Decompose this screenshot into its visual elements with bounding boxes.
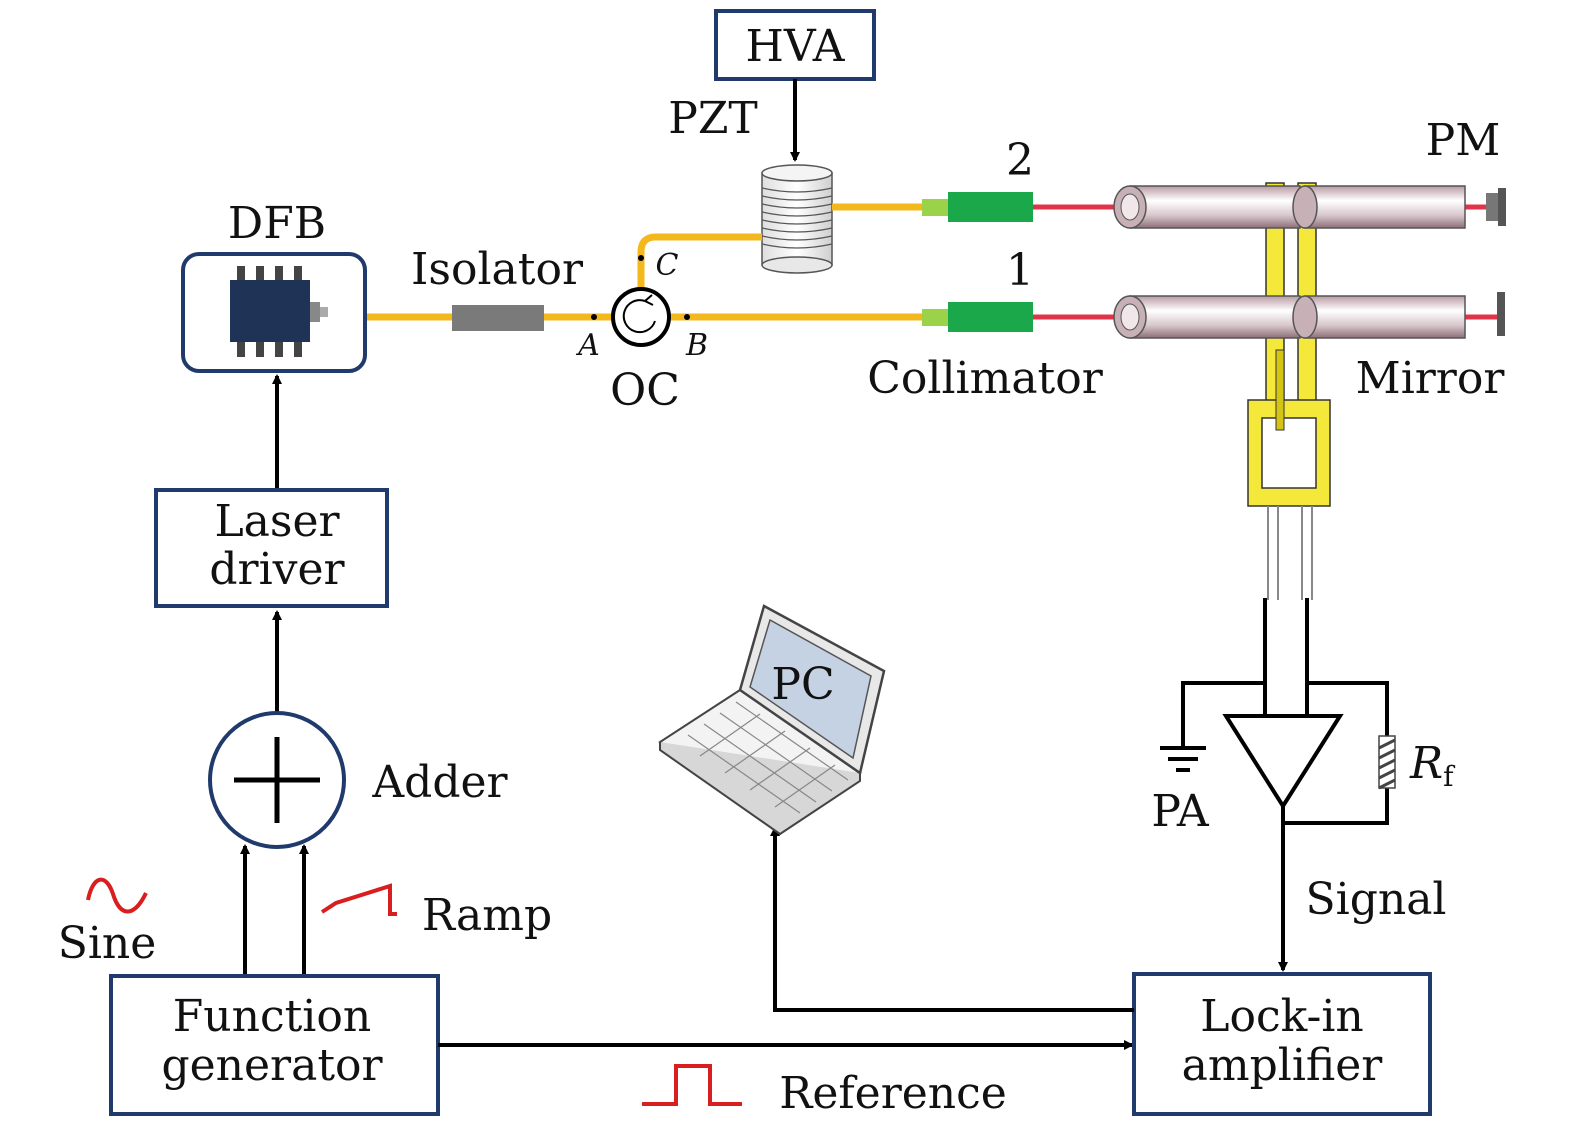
hva-box: HVA xyxy=(714,9,876,81)
fiber-circulator-to-pzt xyxy=(637,233,762,288)
pa-label: PA xyxy=(1151,786,1210,837)
pc-label: PC xyxy=(771,659,834,710)
collimator-label: Collimator xyxy=(867,353,1104,404)
power-meter-icon xyxy=(1486,188,1506,226)
laptop-icon xyxy=(658,604,886,836)
collimator-1 xyxy=(922,302,1033,332)
ramp-waveform-icon xyxy=(320,883,397,916)
laser-chip-icon xyxy=(230,280,310,342)
rf-subscript: f xyxy=(1443,760,1456,793)
signal-label: Signal xyxy=(1305,874,1446,925)
mirror-icon xyxy=(1497,292,1505,336)
reference-label: Reference xyxy=(779,1068,1007,1119)
sine-waveform-icon xyxy=(86,877,148,914)
photoacoustic-cell xyxy=(1113,182,1466,600)
dfb-label: DFB xyxy=(228,198,326,249)
preamplifier xyxy=(1160,598,1396,972)
hva-label: HVA xyxy=(746,21,846,72)
rf-label: Rf xyxy=(1409,738,1456,793)
lockin-line2: amplifier xyxy=(1182,1040,1384,1091)
rf-main: R xyxy=(1409,738,1443,789)
port-a-label: A xyxy=(575,328,600,363)
function-gen-line1: Function xyxy=(173,991,371,1042)
arm-1-label: 1 xyxy=(1006,245,1034,296)
optical-circulator xyxy=(591,255,690,347)
pm-label: PM xyxy=(1426,115,1501,166)
adder-label: Adder xyxy=(371,757,508,808)
reference-pulse-icon xyxy=(642,1064,742,1106)
isolator-label: Isolator xyxy=(411,244,584,295)
function-generator-box: Function generator xyxy=(109,974,440,1116)
laser-driver-line1: Laser xyxy=(214,496,340,547)
laser-driver-line2: driver xyxy=(209,544,345,595)
amplifier-triangle-icon xyxy=(1222,714,1344,810)
port-c-label: C xyxy=(656,248,679,283)
arm-2-label: 2 xyxy=(1006,135,1034,186)
function-gen-line2: generator xyxy=(161,1040,383,1091)
mirror-label: Mirror xyxy=(1356,353,1506,404)
collimator-2 xyxy=(922,192,1033,222)
port-b-label: B xyxy=(685,328,708,363)
laser-driver-box: Laser driver xyxy=(154,488,389,608)
lockin-line1: Lock-in xyxy=(1200,991,1364,1042)
isolator-icon xyxy=(452,305,544,331)
ramp-label: Ramp xyxy=(422,890,552,941)
lockin-to-pc-arrow xyxy=(770,826,1134,1012)
oc-label: OC xyxy=(610,365,680,416)
adder-icon xyxy=(208,711,346,849)
lockin-amplifier-box: Lock-in amplifier xyxy=(1132,972,1432,1116)
dfb-laser-box xyxy=(181,252,367,373)
pzt-label: PZT xyxy=(668,93,758,144)
pzt-cylinder xyxy=(761,164,833,274)
sine-label: Sine xyxy=(58,918,157,969)
